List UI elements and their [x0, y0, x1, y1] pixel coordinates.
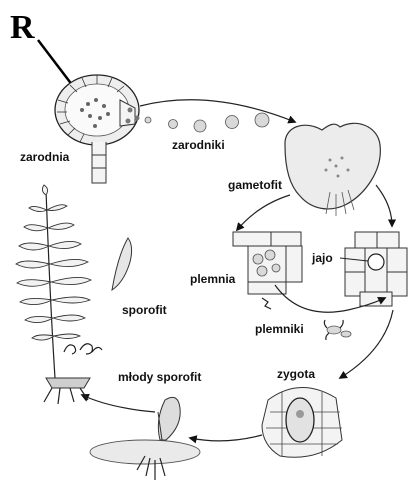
- sperm-illustration: [324, 320, 351, 340]
- gametophyte-illustration: [285, 123, 380, 216]
- zygote-illustration: [262, 387, 342, 457]
- sporangium-illustration: [55, 75, 140, 183]
- antheridium-illustration: [233, 232, 302, 309]
- label-sperm: plemniki: [255, 322, 304, 336]
- label-spores: zarodniki: [172, 138, 225, 152]
- label-zygote: zygota: [277, 367, 315, 381]
- arrow-to-zygote: [340, 310, 393, 378]
- young-sporophyte-illustration: [90, 397, 200, 480]
- arrow-to-sporophyte: [82, 395, 155, 412]
- arrow-to-gametophyte: [140, 100, 295, 122]
- arrow-to-young-sporophyte: [190, 435, 262, 441]
- archegonium-illustration: [345, 232, 407, 306]
- marker-letter-r: R: [10, 9, 35, 46]
- arrow-to-antheridium: [237, 195, 290, 230]
- label-antheridium: plemnia: [190, 272, 236, 286]
- label-young-sporophyte: młody sporofit: [118, 370, 201, 384]
- label-sporophyte: sporofit: [122, 303, 167, 317]
- arrow-to-egg: [376, 185, 392, 226]
- spores-illustration: [145, 113, 269, 132]
- label-sporangium: zarodnia: [20, 150, 70, 164]
- label-egg: jajo: [311, 251, 333, 265]
- label-gametophyte: gametofit: [228, 178, 282, 192]
